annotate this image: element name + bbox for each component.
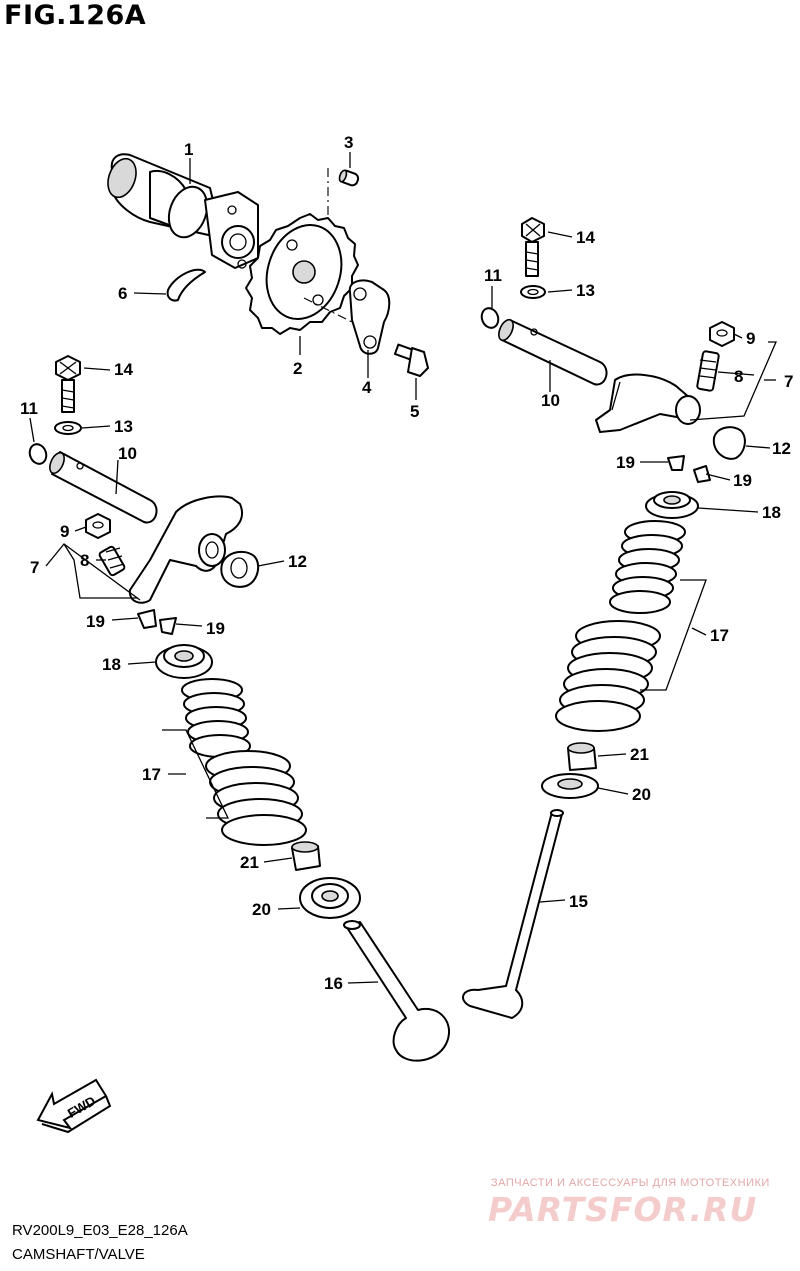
callout-18-left: 18 — [102, 655, 121, 674]
callout-12-right: 12 — [772, 439, 791, 458]
callout-19-right-a: 19 — [616, 453, 635, 472]
dowel-pin[interactable] — [338, 169, 360, 187]
adjust-nut-left[interactable] — [85, 513, 111, 539]
callout-17-right: 17 — [710, 626, 729, 645]
rocker-arm-left[interactable] — [128, 495, 244, 604]
callout-14-right: 14 — [576, 228, 595, 247]
retainer-right[interactable] — [645, 491, 699, 519]
sprocket-bolt[interactable] — [393, 343, 429, 377]
callout-21-right: 21 — [630, 745, 649, 764]
cotter-left-a[interactable] — [137, 609, 157, 629]
callout-17-left: 17 — [142, 765, 161, 784]
leader-lines — [29, 152, 777, 984]
adjust-screw-right[interactable] — [696, 350, 720, 392]
spring-seat-left[interactable] — [299, 877, 361, 919]
figure-title: FIG.126A — [4, 0, 147, 31]
callout-11-right: 11 — [484, 266, 502, 285]
watermark-logo: PARTSFOR.RU — [488, 1190, 758, 1229]
cotter-right-b[interactable] — [693, 465, 711, 483]
diagram-name: CAMSHAFT/VALVE — [12, 1246, 145, 1263]
callout-18-right: 18 — [762, 503, 781, 522]
valve-spring-inner-right[interactable] — [609, 520, 686, 614]
callout-20-right: 20 — [632, 785, 651, 804]
rocker-shaft-left[interactable] — [47, 450, 158, 524]
retainer-left[interactable] — [155, 644, 213, 679]
o-ring-left[interactable] — [27, 442, 49, 466]
exhaust-valve[interactable] — [462, 809, 564, 1019]
watermark-tagline: ЗАПЧАСТИ И АКСЕССУАРЫ ДЛЯ МОТОТЕХНИКИ — [491, 1177, 770, 1189]
washer-left[interactable] — [54, 421, 82, 435]
callout-3: 3 — [344, 133, 353, 152]
diagram-code: RV200L9_E03_E28_126A — [12, 1222, 188, 1239]
adjust-nut-right[interactable] — [709, 321, 735, 347]
callout-21-left: 21 — [240, 853, 259, 872]
callout-8-right: 8 — [734, 367, 743, 386]
callout-4: 4 — [362, 378, 372, 397]
callout-9-left: 9 — [60, 522, 69, 541]
valve-spring-outer-left[interactable] — [205, 750, 307, 846]
cam-sprocket[interactable] — [245, 213, 359, 335]
callout-20-left: 20 — [252, 900, 271, 919]
callout-1: 1 — [184, 140, 193, 159]
callout-13-right: 13 — [576, 281, 595, 300]
callout-8-left: 8 — [80, 551, 89, 570]
cotter-left-b[interactable] — [159, 617, 177, 635]
bolt-right[interactable] — [521, 217, 545, 277]
callout-10-right: 10 — [541, 391, 560, 410]
callout-19-left-b: 19 — [206, 619, 225, 638]
adjust-screw-left[interactable] — [98, 545, 126, 577]
intake-valve[interactable] — [343, 920, 451, 1062]
callout-16: 16 — [324, 974, 343, 993]
callout-9-right: 9 — [746, 329, 755, 348]
spacer-left[interactable] — [220, 550, 260, 588]
spring-seat-right[interactable] — [541, 773, 599, 799]
callout-labels: 1 2 3 4 5 6 7 7 8 8 9 9 10 10 11 11 12 1… — [20, 133, 793, 993]
callout-7-left: 7 — [30, 558, 39, 577]
callout-19-right-b: 19 — [733, 471, 752, 490]
valve-spring-outer-right[interactable] — [555, 620, 661, 732]
callout-19-left-a: 19 — [86, 612, 105, 631]
rocker-arm-right[interactable] — [595, 373, 701, 433]
oil-seal-left[interactable] — [291, 841, 321, 871]
callout-5: 5 — [410, 402, 419, 421]
callout-11-left: 11 — [20, 399, 38, 418]
callout-2: 2 — [293, 359, 302, 378]
camshaft[interactable] — [103, 153, 259, 269]
spacer-right[interactable] — [712, 426, 746, 460]
bolt-left[interactable] — [55, 355, 81, 413]
callout-12-left: 12 — [288, 552, 307, 571]
callout-7-right: 7 — [784, 372, 793, 391]
callout-6: 6 — [118, 284, 127, 303]
o-ring-right[interactable] — [479, 306, 501, 330]
fwd-arrow: FWD — [36, 1078, 112, 1134]
callout-13-left: 13 — [114, 417, 133, 436]
retainer-half-ring[interactable] — [166, 268, 206, 302]
oil-seal-right[interactable] — [567, 742, 597, 771]
valve-spring-inner-left[interactable] — [181, 678, 251, 758]
cotter-right-a[interactable] — [667, 455, 685, 471]
rocker-shaft-right[interactable] — [496, 317, 608, 386]
washer-right[interactable] — [520, 285, 546, 299]
lock-plate[interactable] — [348, 279, 391, 355]
callout-15: 15 — [569, 892, 588, 911]
callout-10-left: 10 — [118, 444, 137, 463]
callout-14-left: 14 — [114, 360, 133, 379]
